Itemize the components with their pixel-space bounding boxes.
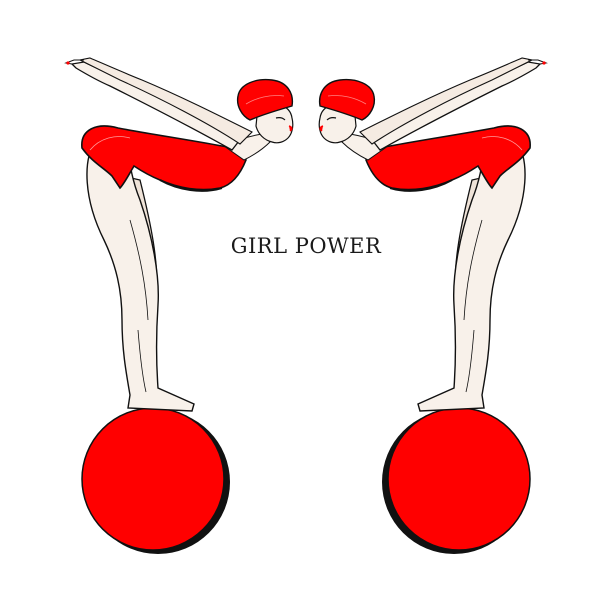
headline-text: GIRL POWER xyxy=(230,234,382,258)
left-diver-icon xyxy=(65,57,294,555)
right-diver-icon xyxy=(318,57,547,555)
